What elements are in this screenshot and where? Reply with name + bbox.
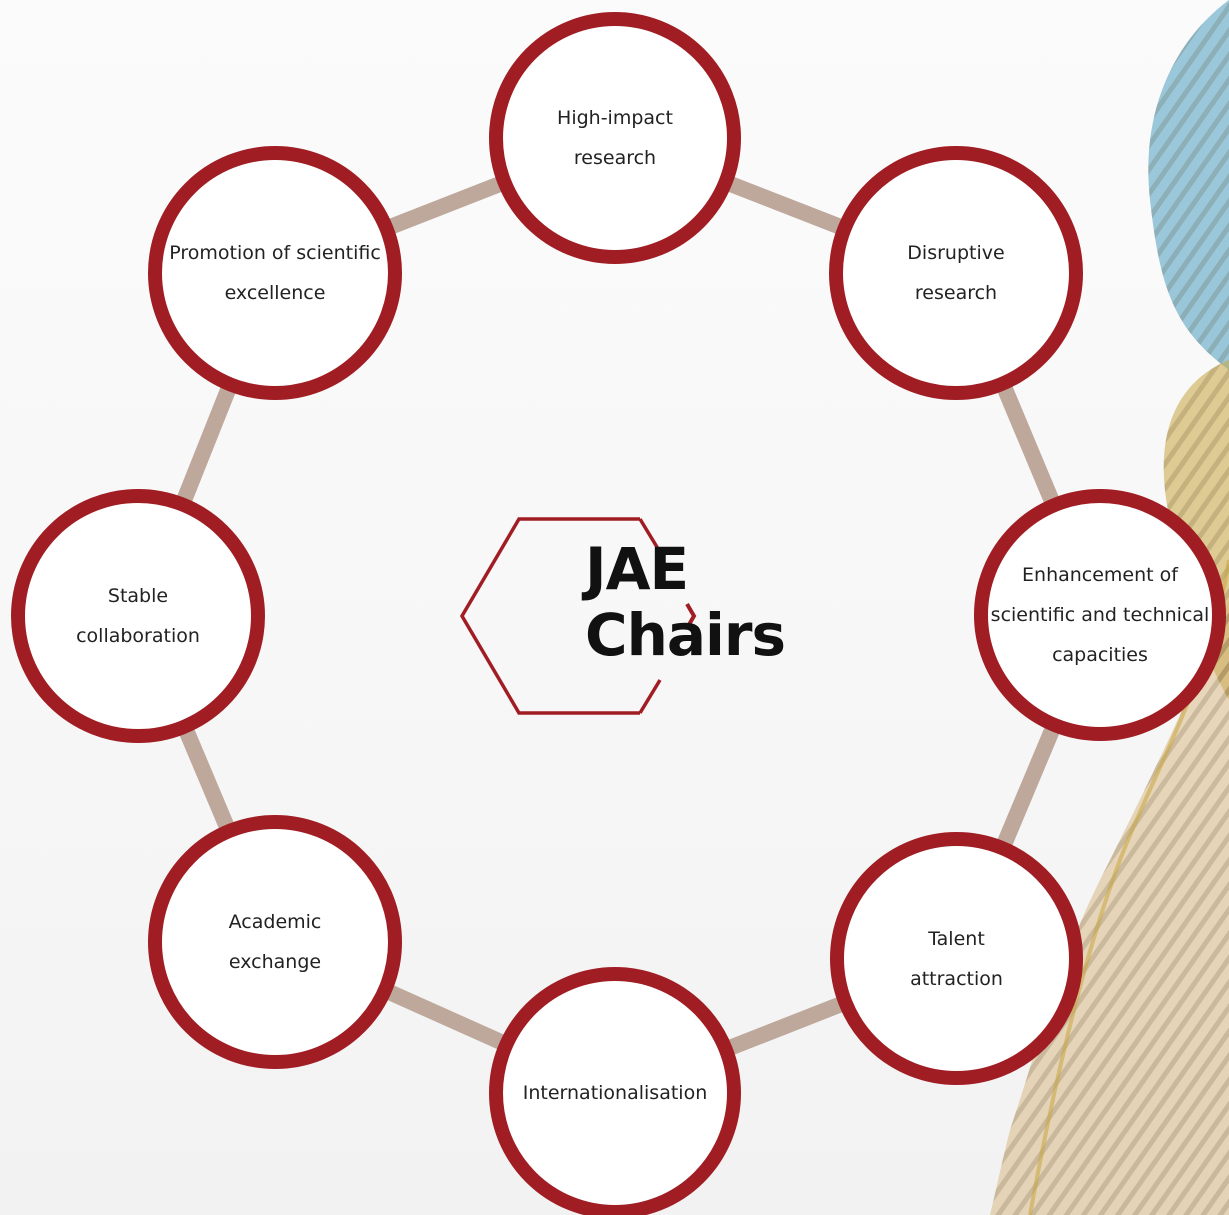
node-disruptive-research: Disruptive research [829, 146, 1083, 400]
node-academic-exchange: Academic exchange [148, 815, 402, 1069]
node-label: Talent attraction [910, 927, 1003, 990]
node-enhancement-capacities: Enhancement of scientific and technical … [974, 489, 1226, 741]
node-label: Enhancement of scientific and technical … [990, 564, 1210, 666]
chevron-right-icon [685, 602, 697, 630]
node-promotion-scientific-excellence: Promotion of scientific excellence [148, 146, 402, 400]
jae-logo-hexagon [459, 517, 697, 715]
node-stable-collaboration: Stable collaboration [11, 489, 265, 743]
node-high-impact-research: High-impact research [489, 12, 741, 264]
node-label: Stable collaboration [76, 585, 200, 647]
node-label: Internationalisation [522, 1082, 708, 1104]
node-label: High-impact research [557, 107, 673, 169]
center-title: JAE Chairs [585, 535, 786, 669]
node-label: Disruptive research [907, 242, 1005, 304]
node-label: Academic exchange [228, 911, 322, 973]
node-talent-attraction: Talent attraction [830, 832, 1083, 1085]
node-label: Promotion of scientific excellence [169, 242, 381, 304]
node-internationalisation: Internationalisation [489, 967, 741, 1215]
